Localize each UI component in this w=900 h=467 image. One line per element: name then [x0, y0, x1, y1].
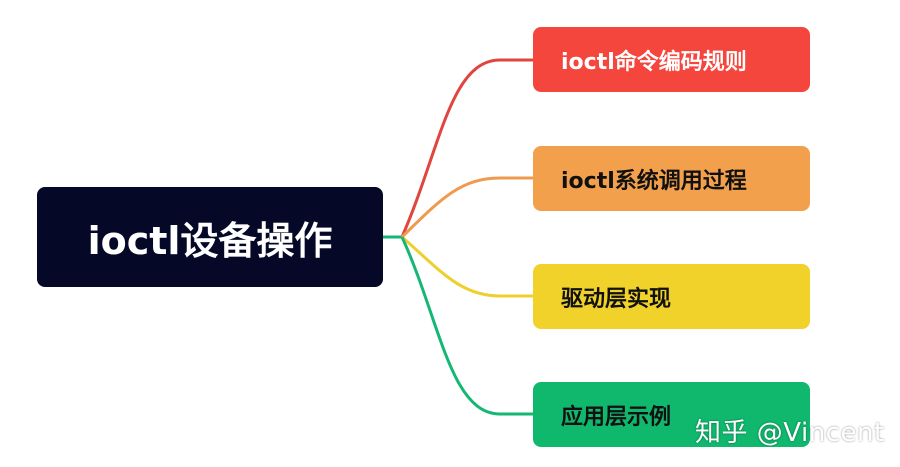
link-line-3 — [400, 236, 533, 416]
link-line-0 — [400, 58, 533, 238]
child-node-driver-impl[interactable]: 驱动层实现 — [533, 264, 810, 329]
child-node-command-encoding[interactable]: ioctl命令编码规则 — [533, 27, 810, 92]
child-node-syscall-process[interactable]: ioctl系统调用过程 — [533, 146, 810, 211]
root-node[interactable]: ioctl设备操作 — [37, 187, 383, 287]
child-node-label: 应用层示例 — [561, 404, 672, 430]
child-node-label: ioctl系统调用过程 — [561, 168, 747, 194]
child-node-label: 驱动层实现 — [561, 286, 672, 312]
child-node-label: ioctl命令编码规则 — [561, 49, 747, 75]
root-node-label: ioctl设备操作 — [87, 218, 333, 263]
watermark: 知乎 @Vincent — [695, 418, 885, 448]
link-line-1 — [400, 176, 533, 239]
link-line-2 — [401, 235, 533, 298]
child-node-app-example[interactable]: 应用层示例 — [533, 382, 810, 447]
